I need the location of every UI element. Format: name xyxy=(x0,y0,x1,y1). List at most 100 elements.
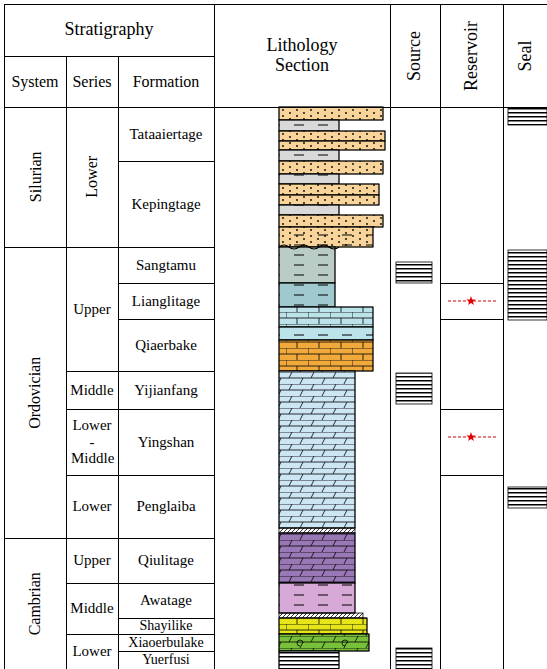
series-cell: Upper xyxy=(66,247,118,371)
grid-line xyxy=(4,5,547,108)
mudstone-pattern xyxy=(279,205,339,215)
cell-text: Lithology Section xyxy=(247,36,357,76)
header-cell: Reservoir xyxy=(440,4,503,107)
limestone-pattern xyxy=(279,283,335,307)
sandstone-band xyxy=(279,227,373,247)
seal-box xyxy=(508,487,547,508)
cell-text: Penglaiba xyxy=(136,498,195,515)
cell-text: Qiulitage xyxy=(138,552,194,569)
fossil-symbol xyxy=(297,640,303,646)
header-cell: Lithology Section xyxy=(214,4,390,107)
sandstone-band xyxy=(279,131,385,141)
cell-text: Series xyxy=(72,73,111,91)
limestone-band xyxy=(279,283,335,307)
limestone-pattern xyxy=(279,327,373,340)
limestone-band xyxy=(279,618,367,634)
cell-text: Upper xyxy=(73,552,111,569)
source-box xyxy=(396,648,432,669)
cell-text: Lower xyxy=(83,156,101,198)
formation-cell: Qiulitage xyxy=(118,538,214,583)
formation-cell: Yingshan xyxy=(118,409,214,475)
dolomite-band xyxy=(279,533,355,583)
limestone-pattern xyxy=(279,340,373,371)
sandstone-pattern xyxy=(279,107,383,120)
mudstone-band xyxy=(279,150,339,161)
formation-cell: Sangtamu xyxy=(118,247,214,283)
cell-text: Reservoir xyxy=(462,21,482,91)
mudstone-pattern xyxy=(279,227,373,247)
formation-cell: Yuerfusi xyxy=(118,651,214,669)
grid-line xyxy=(440,284,503,476)
sandstone-band xyxy=(279,161,383,174)
sandstone-pattern xyxy=(279,141,385,150)
reservoir-marks xyxy=(448,296,497,441)
grid-line xyxy=(118,162,214,652)
source-marks xyxy=(396,262,432,669)
cell-text: Sangtamu xyxy=(136,257,196,274)
formation-cell: Kepingtage xyxy=(118,161,214,247)
cell-text: Kepingtage xyxy=(131,196,200,213)
dolomite-pattern xyxy=(279,533,355,583)
formation-cell: Penglaiba xyxy=(118,475,214,538)
sandstone-band xyxy=(279,107,383,120)
series-cell: Middle xyxy=(66,583,118,634)
series-cell: Lower xyxy=(66,475,118,538)
header-cell: Formation xyxy=(118,56,214,107)
series-cell: Lower - Middle xyxy=(66,409,118,475)
grid-line xyxy=(5,4,504,669)
series-cell: Lower xyxy=(66,107,118,247)
sandstone-band xyxy=(279,215,383,227)
system-cell: Ordovician xyxy=(4,247,66,538)
formation-cell: Tataaiertage xyxy=(118,107,214,161)
cell-text: Silurian xyxy=(26,152,44,203)
limestone-band xyxy=(279,340,373,371)
reservoir-star xyxy=(466,432,476,441)
cell-text: Formation xyxy=(133,73,200,91)
formation-cell: Lianglitage xyxy=(118,283,214,319)
grid-line xyxy=(4,248,214,539)
header-cell: Seal xyxy=(503,4,547,107)
mudstone-pattern xyxy=(279,174,339,184)
mudstone-pattern xyxy=(279,120,339,131)
hatch-band xyxy=(279,613,363,618)
cell-text: Middle xyxy=(70,600,113,617)
sandstone-pattern xyxy=(279,215,383,227)
sandstone-pattern xyxy=(279,195,379,205)
cell-text: Middle xyxy=(70,382,113,399)
reef-pattern xyxy=(279,634,369,651)
cell-text: Yuerfusi xyxy=(142,653,189,667)
reef-band xyxy=(279,634,369,651)
dolomite-pattern xyxy=(279,371,355,528)
cell-text: Awatage xyxy=(140,592,192,609)
mudstone-band xyxy=(279,247,335,283)
limestone-band xyxy=(279,307,373,327)
seal-marks xyxy=(508,108,547,508)
fossil-symbol xyxy=(342,640,348,646)
mudstone-pattern xyxy=(279,150,339,161)
cell-text: Upper xyxy=(73,301,111,318)
header-cell: System xyxy=(4,56,66,107)
cell-text: Lower - Middle xyxy=(71,417,113,467)
shale-band xyxy=(279,651,339,669)
formation-cell: Xiaoerbulake xyxy=(118,634,214,651)
cell-text: System xyxy=(11,73,58,91)
cell-text: Yijianfang xyxy=(134,382,197,399)
table-grid xyxy=(4,4,547,669)
mudstone-band xyxy=(279,205,339,215)
cell-text: Qiaerbake xyxy=(135,337,197,354)
shale-pattern xyxy=(279,651,339,669)
formation-cell: Yijianfang xyxy=(118,371,214,409)
sandstone-pattern xyxy=(279,227,373,247)
cell-text: Ordovician xyxy=(26,357,44,429)
limestone-band xyxy=(279,327,373,340)
cell-text: Seal xyxy=(515,40,535,71)
series-cell: Lower xyxy=(66,634,118,669)
cell-text: Yingshan xyxy=(138,434,195,451)
sandstone-pattern xyxy=(279,184,379,195)
unconformity-line xyxy=(279,245,339,249)
seal-box xyxy=(508,250,547,320)
mudstone-pattern xyxy=(279,247,335,283)
limestone-pattern xyxy=(279,618,367,634)
cell-text: Xiaoerbulake xyxy=(128,636,203,650)
